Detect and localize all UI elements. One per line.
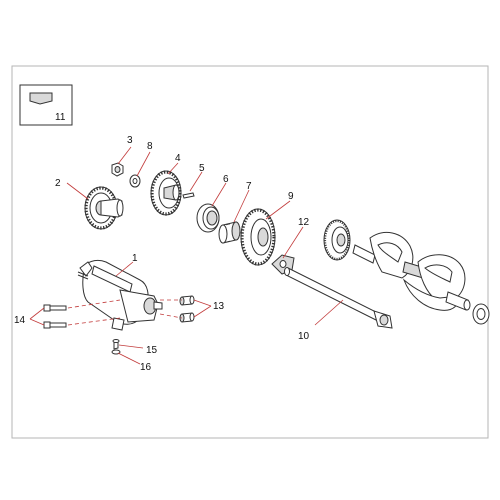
- crankshaft-assembly: [323, 219, 490, 325]
- callout-13: 13: [213, 301, 225, 312]
- diagram-frame: [11, 65, 489, 439]
- leader-lines: [29, 146, 344, 365]
- callout-12: 12: [298, 217, 310, 228]
- callout-10: 10: [298, 331, 310, 342]
- callout-9: 9: [288, 191, 294, 202]
- part-9-gear: [240, 208, 276, 266]
- callout-5: 5: [199, 163, 205, 174]
- part-2-idler-gear: [84, 186, 124, 230]
- part-7-needle-bearing: [218, 221, 241, 244]
- part-11-shim-icon: [29, 92, 53, 105]
- part-14-bolts: [43, 304, 67, 329]
- part-6-bushing: [196, 203, 220, 233]
- part-10-shaft: [284, 267, 393, 329]
- part-11-inset-box: 11: [19, 84, 73, 126]
- part-15-screw: [112, 339, 120, 350]
- part-4-gear: [150, 170, 182, 216]
- callout-3: 3: [127, 135, 133, 146]
- part-5-pin: [182, 192, 195, 199]
- callout-11: 11: [55, 112, 66, 123]
- callout-8: 8: [147, 141, 153, 152]
- callout-14: 14: [14, 315, 26, 326]
- part-8-washer: [129, 174, 141, 188]
- part-1-starter-motor: [77, 259, 163, 331]
- part-13-bushings: [179, 295, 195, 323]
- callout-15: 15: [146, 345, 158, 356]
- part-3-nut: [111, 162, 124, 177]
- callout-6: 6: [223, 174, 229, 185]
- callout-4: 4: [175, 153, 181, 164]
- callout-7: 7: [246, 181, 252, 192]
- callout-16: 16: [140, 362, 152, 373]
- callout-2: 2: [55, 178, 61, 189]
- callout-1: 1: [132, 253, 138, 264]
